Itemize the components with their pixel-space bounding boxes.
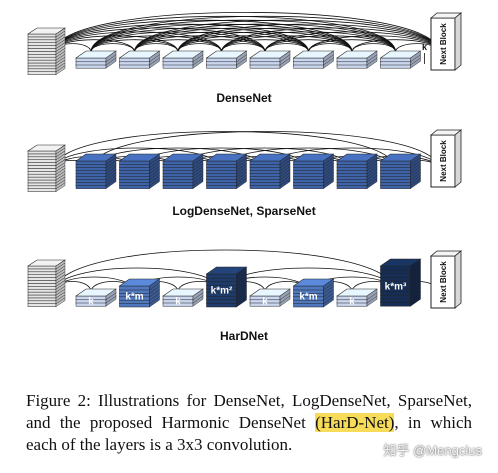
layer-label: k*m²	[211, 286, 233, 297]
connection-arc	[177, 31, 353, 53]
next-block-label: Next Block	[439, 261, 448, 303]
next-block: Next Block	[429, 250, 463, 309]
connection-arc	[221, 27, 440, 53]
layer-label: k	[262, 296, 268, 307]
connection-arc	[90, 131, 440, 170]
connection-arc	[134, 23, 396, 53]
input-stack	[27, 27, 66, 75]
next-block-label: Next Block	[439, 140, 448, 182]
layer-cube	[162, 153, 204, 189]
caption-highlight: (HarD-Net)	[315, 413, 395, 432]
layer-cube	[75, 50, 117, 69]
layer-cube	[336, 50, 378, 69]
connection-arc	[90, 31, 266, 53]
layer-label: k	[88, 296, 94, 307]
connection-arc	[221, 31, 396, 53]
layer-cube	[379, 153, 422, 189]
next-block: Next Block	[429, 129, 463, 188]
connection-arc	[134, 19, 440, 53]
input-stack	[27, 144, 66, 192]
layer-label: k*m³	[385, 281, 407, 292]
panel-title: HarDNet	[220, 329, 268, 343]
caption-prefix: Figure 2: Illustrations for DenseNet, Lo…	[26, 391, 472, 432]
connection-arc	[134, 31, 309, 53]
connection-arc	[53, 249, 396, 293]
layer-cube	[292, 50, 335, 69]
layer-cube: k	[162, 288, 204, 307]
layer-cube: k	[75, 288, 117, 307]
layer-cube	[336, 153, 378, 189]
panel-title: LogDenseNet, SparseNet	[172, 204, 315, 218]
next-block-label: Next Block	[439, 23, 448, 65]
connections	[53, 12, 440, 53]
figure-caption: Figure 2: Illustrations for DenseNet, Lo…	[26, 390, 472, 456]
layer-cube: k*m³	[379, 258, 422, 307]
connection-arc	[90, 23, 353, 53]
layer-cube	[205, 50, 248, 69]
layer-cube	[292, 153, 335, 189]
growth-rate-label: k	[422, 42, 428, 52]
layer-cube: k*m²	[205, 266, 248, 308]
layer-cube: k	[249, 288, 291, 307]
layer-cube	[118, 153, 161, 189]
layer-cube	[118, 50, 161, 69]
layer-cube: k	[336, 288, 378, 307]
caption-suffix: , in which each of the layers is a 3x3 c…	[26, 413, 472, 454]
layer-cube	[249, 153, 291, 189]
connection-arc	[53, 19, 353, 53]
layer-cube	[205, 153, 248, 189]
connection-arc	[53, 15, 396, 53]
watermark: 知乎 @Mengcius	[383, 443, 482, 458]
layer-label: k	[349, 296, 355, 307]
connection-arc	[53, 131, 396, 170]
layer-label: k*m	[299, 292, 317, 303]
layer-cube	[249, 50, 291, 69]
panel-title: DenseNet	[216, 91, 271, 105]
connection-arc	[90, 15, 440, 53]
layer-cube: k*m	[292, 278, 335, 308]
layer-cube	[162, 50, 204, 69]
connection-arc	[177, 23, 440, 53]
layer-label: k*m	[125, 292, 143, 303]
next-block: Next Block	[429, 12, 463, 71]
connection-arc	[134, 27, 353, 53]
connection-arc	[53, 12, 440, 53]
connection-arc	[53, 23, 309, 53]
input-stack	[27, 259, 66, 307]
layer-cube	[75, 153, 117, 189]
layer-cube: k*m	[118, 278, 161, 308]
connection-arc	[90, 27, 309, 53]
connection-arc	[90, 19, 396, 53]
connection-arc	[177, 27, 396, 53]
layer-cube	[379, 50, 422, 69]
layer-label: k	[175, 296, 181, 307]
